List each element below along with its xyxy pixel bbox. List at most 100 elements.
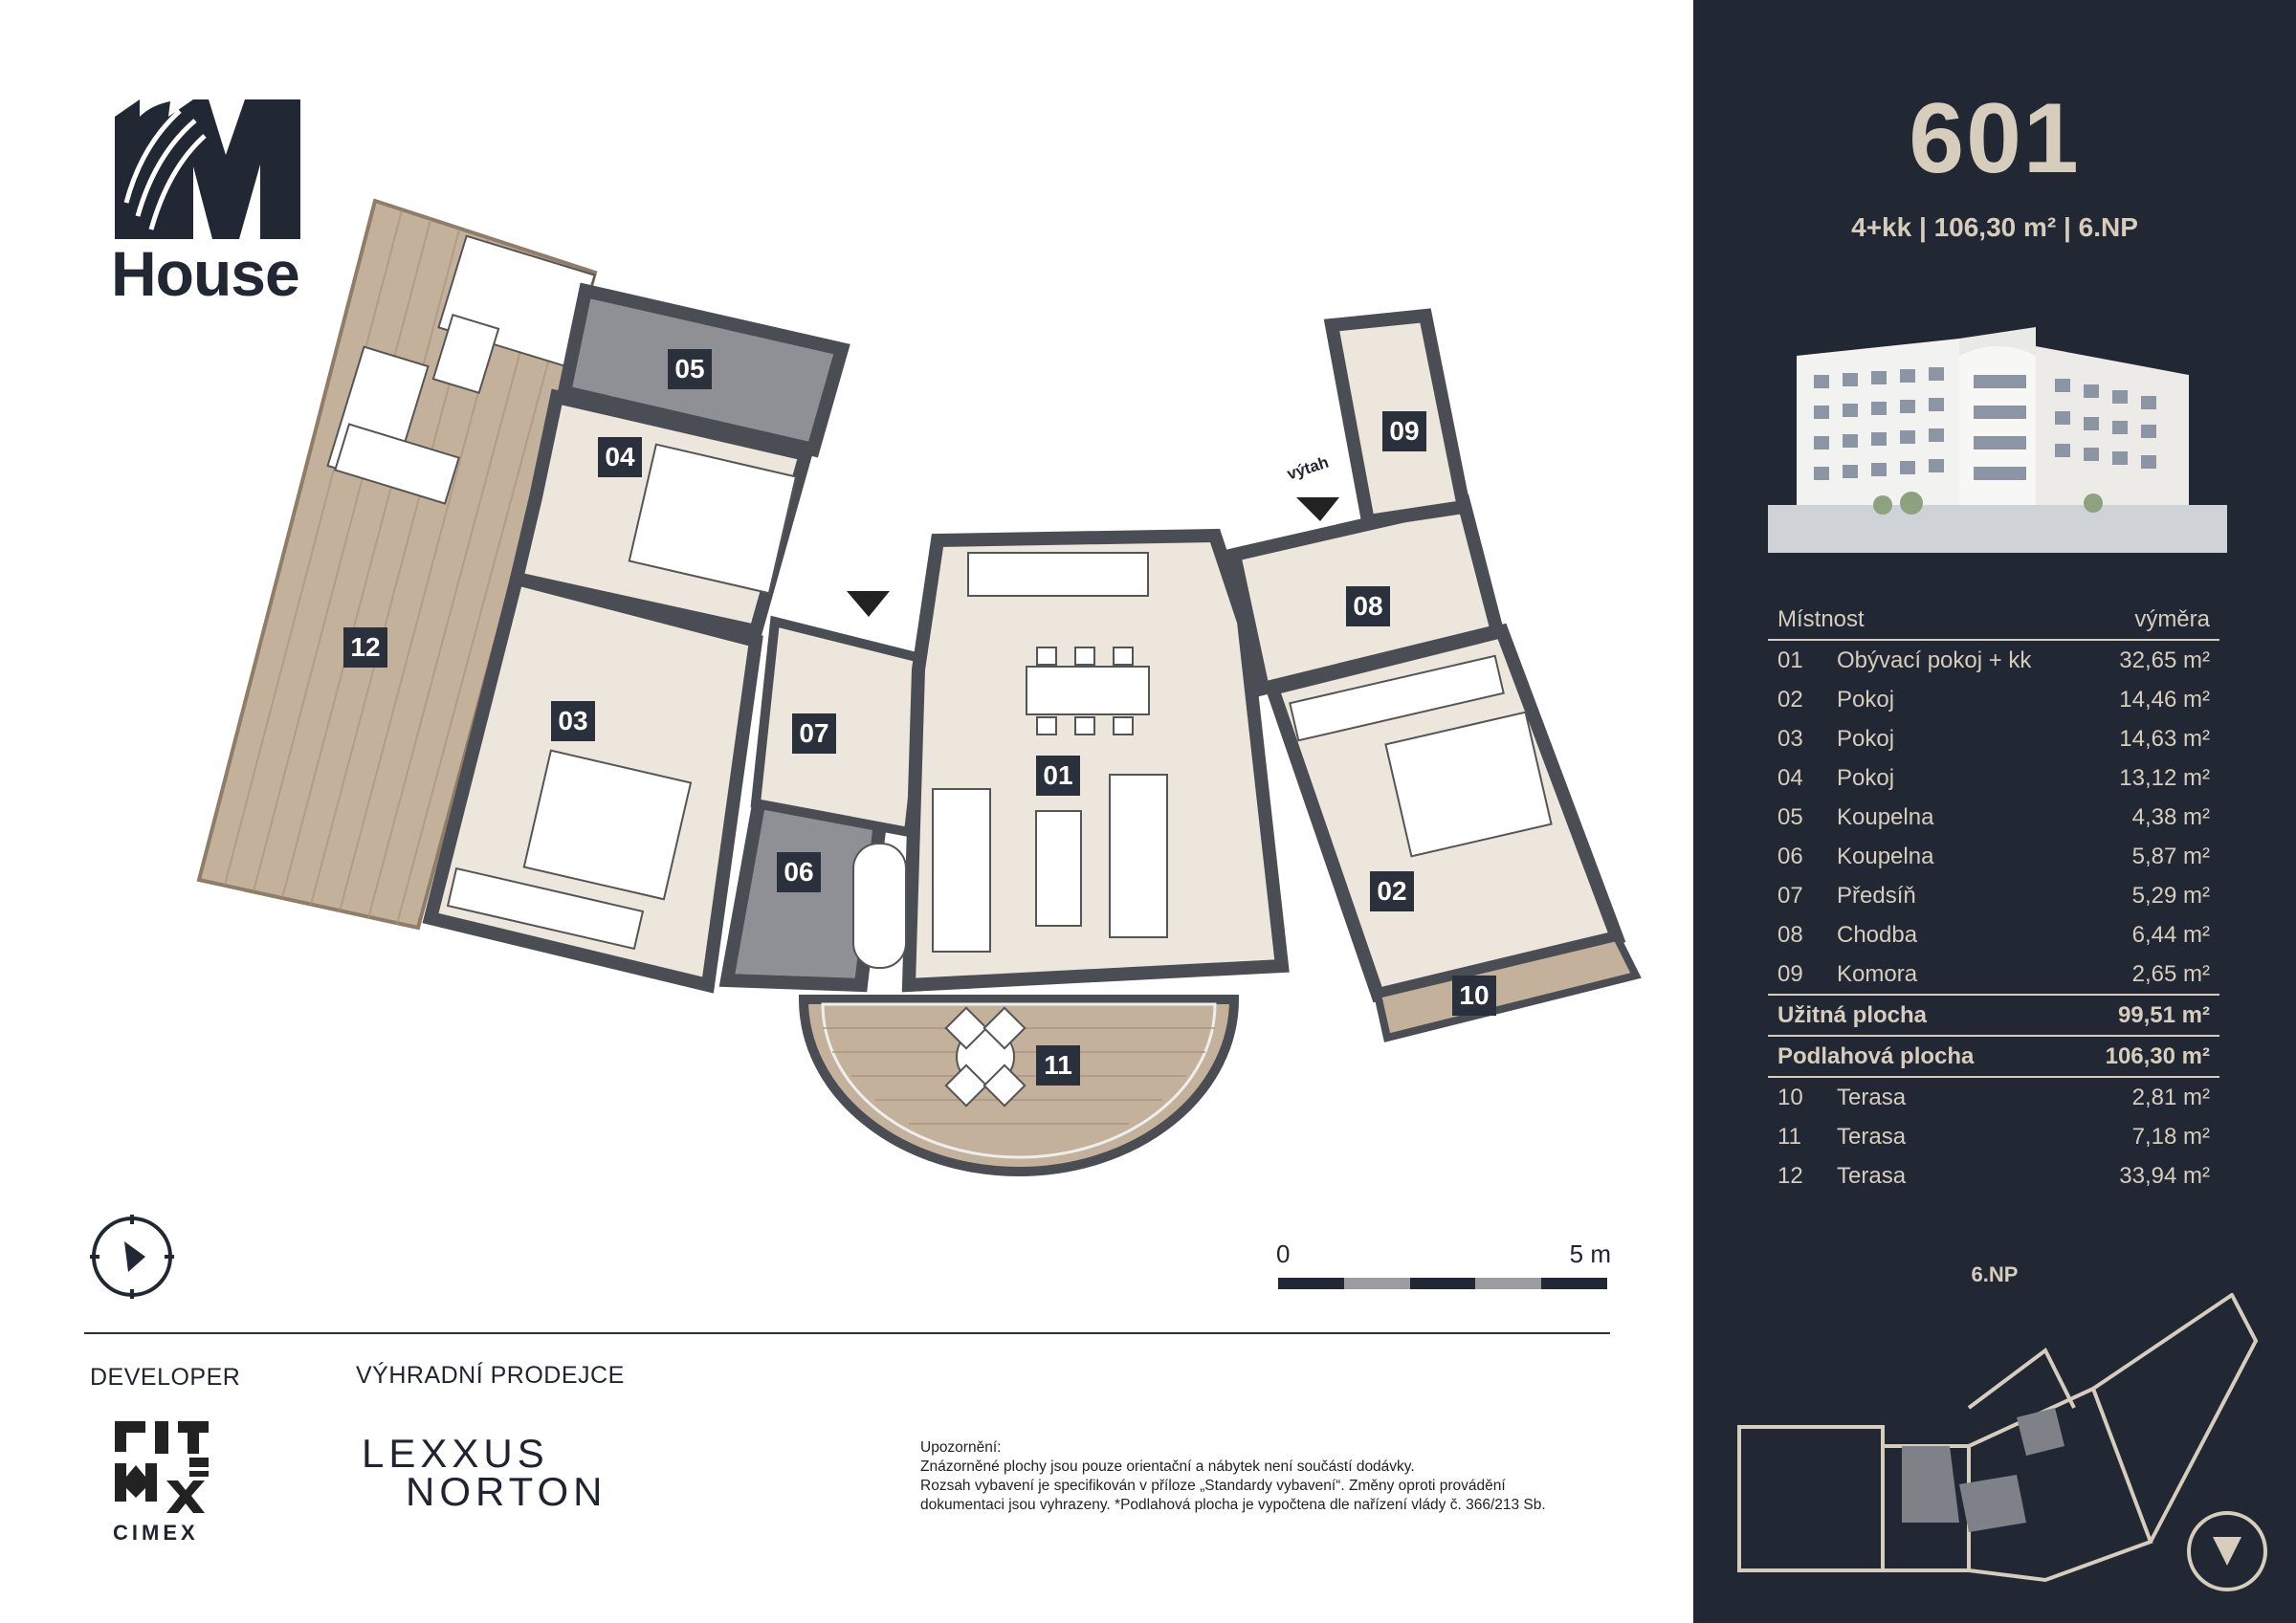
row-number: 11 [1777, 1124, 1801, 1150]
notice-line: Upozornění: [920, 1439, 1002, 1456]
row-name: Chodba [1837, 922, 1918, 948]
row-number: 07 [1777, 883, 1803, 909]
row-area: 32,65 m² [2119, 647, 2210, 673]
table-row: 05 Koupelna 4,38 m² [1768, 798, 2219, 837]
room-label-08: 08 [1346, 586, 1390, 626]
floor-area: 106,30 m² [2105, 1043, 2210, 1069]
row-name: Předsíň [1837, 883, 1916, 909]
row-area: 14,63 m² [2119, 726, 2210, 752]
room-label-02: 02 [1370, 871, 1414, 911]
row-number: 05 [1777, 804, 1803, 830]
row-name: Terasa [1837, 1163, 1907, 1189]
area-table: Místnost výměra 01 Obývací pokoj + kk 32,6… [1768, 606, 2219, 1195]
room-07-hall [750, 615, 934, 838]
info-panel: 601 4+kk | 106,30 m² | 6.NP Místnost vým… [1693, 0, 2296, 1623]
room-label-01: 01 [1036, 756, 1080, 796]
compass-icon [90, 1215, 174, 1299]
table-row: 03 Pokoj 14,63 m² [1768, 719, 2219, 758]
table-header: Místnost výměra [1768, 606, 2219, 641]
row-number: 02 [1777, 687, 1803, 713]
terrace-10-deck [1373, 932, 1642, 1042]
row-name: Pokoj [1837, 726, 1895, 752]
usable-area-row: Užitná plocha 99,51 m² [1768, 994, 2219, 1035]
notice-line: Rozsah vybavení je specifikován v příloz… [920, 1478, 1506, 1494]
table-row: 02 Pokoj 14,46 m² [1768, 680, 2219, 719]
apartment-summary: 4+kk | 106,30 m² | 6.NP [1851, 212, 2138, 242]
row-name: Komora [1837, 961, 1918, 987]
row-name: Pokoj [1837, 765, 1895, 791]
row-number: 04 [1777, 765, 1803, 791]
row-area: 13,12 m² [2119, 765, 2210, 791]
row-name: Koupelna [1837, 804, 1934, 830]
table-row: 07 Předsíň 5,29 m² [1768, 876, 2219, 915]
apartment-floor-plan [196, 198, 1642, 1176]
room-label-09: 09 [1382, 411, 1426, 451]
row-number: 10 [1777, 1085, 1803, 1110]
row-number: 08 [1777, 922, 1803, 948]
seller-line-2: NORTON [406, 1469, 607, 1514]
scale-start: 0 [1276, 1239, 1291, 1268]
table-row: 09 Komora 2,65 m² [1768, 954, 2219, 994]
room-label-06: 06 [777, 852, 821, 892]
row-name: Obývací pokoj + kk [1837, 647, 2032, 673]
row-area: 2,81 m² [2131, 1085, 2210, 1110]
seller-title: VÝHRADNÍ PRODEJCE [356, 1362, 625, 1389]
m-house-logo [115, 99, 300, 239]
floor-plan-sheet: House [84, 99, 1642, 1545]
room-label-03: 03 [551, 701, 595, 741]
key-plan-floor-label: 6.NP [1971, 1262, 2019, 1286]
disclaimer-notice: Upozornění: Znázorněné plochy jsou pouze… [920, 1438, 1619, 1515]
room-label-04: 04 [598, 437, 642, 477]
row-number: 01 [1777, 647, 1803, 673]
floor-area-row: Podlahová plocha 106,30 m² [1768, 1035, 2219, 1078]
row-name: Pokoj [1837, 687, 1895, 713]
notice-line: Znázorněné plochy jsou pouze orientační … [920, 1459, 1415, 1475]
developer-title: DEVELOPER [90, 1364, 241, 1391]
building-rendering [1768, 318, 2227, 553]
header-area: výměra [2134, 606, 2210, 632]
developer-name: CIMEX [113, 1521, 199, 1545]
row-number: 03 [1777, 726, 1803, 752]
table-row: 12 Terasa 33,94 m² [1768, 1156, 2219, 1195]
table-row: 06 Koupelna 5,87 m² [1768, 837, 2219, 876]
row-area: 6,44 m² [2131, 922, 2210, 948]
row-area: 2,65 m² [2131, 961, 2210, 987]
lexxus-norton-logo: LEXXUS NORTON [362, 1431, 607, 1514]
scale-end: 5 m [1569, 1239, 1611, 1268]
row-number: 09 [1777, 961, 1803, 987]
table-row: 04 Pokoj 13,12 m² [1768, 758, 2219, 798]
row-name: Koupelna [1837, 844, 1934, 869]
table-row: 08 Chodba 6,44 m² [1768, 915, 2219, 954]
floor-label: Podlahová plocha [1777, 1043, 1975, 1069]
scale-segments [1278, 1278, 1607, 1289]
table-row: 01 Obývací pokoj + kk 32,65 m² [1768, 641, 2219, 680]
room-label-07: 07 [792, 713, 836, 754]
room-label-12: 12 [343, 627, 387, 668]
row-area: 4,38 m² [2131, 804, 2210, 830]
row-area: 33,94 m² [2119, 1163, 2210, 1189]
room-01-living [901, 528, 1290, 993]
key-plan [1737, 1293, 2267, 1591]
terrace-12-deck [196, 198, 598, 931]
room-label-10: 10 [1452, 976, 1496, 1016]
row-area: 5,29 m² [2131, 883, 2210, 909]
apartment-number: 601 [1909, 83, 2081, 194]
header-room: Místnost [1777, 606, 1865, 632]
row-name: Terasa [1837, 1124, 1907, 1150]
logo-house-text: House [111, 238, 300, 309]
usable-area: 99,51 m² [2117, 1002, 2210, 1028]
seller-line-1: LEXXUS [362, 1431, 549, 1476]
room-label-11: 11 [1036, 1045, 1080, 1086]
room-label-05: 05 [668, 349, 712, 389]
footer-divider [84, 1332, 1610, 1334]
row-number: 12 [1777, 1163, 1803, 1189]
row-area: 14,46 m² [2119, 687, 2210, 713]
row-area: 7,18 m² [2131, 1124, 2210, 1150]
cimex-logo [115, 1421, 209, 1513]
table-row: 11 Terasa 7,18 m² [1768, 1117, 2219, 1156]
usable-label: Užitná plocha [1777, 1002, 1928, 1028]
row-area: 5,87 m² [2131, 844, 2210, 869]
row-name: Terasa [1837, 1085, 1907, 1110]
notice-line: dokumentaci jsou vyhrazeny. *Podlahová p… [920, 1497, 1546, 1513]
row-number: 06 [1777, 844, 1803, 869]
